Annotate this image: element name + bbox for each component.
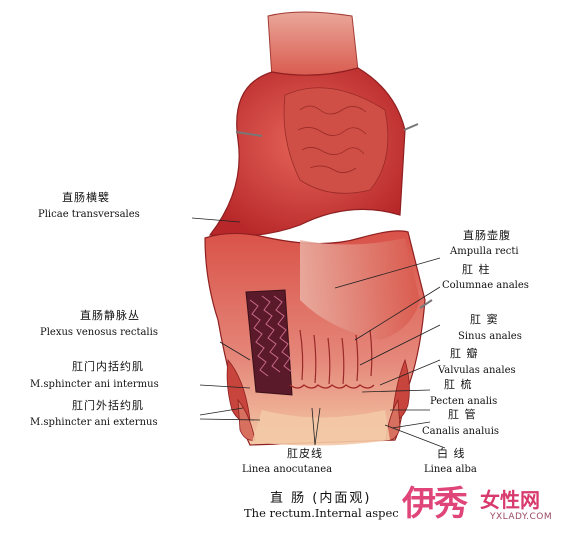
label-canalis-en: Canalis analuis [422, 426, 500, 437]
label-alba-en: Linea alba [424, 464, 477, 475]
label-externus-zh: 肛门外括约肌 [72, 399, 144, 412]
label-alba-zh: 白 线 [437, 447, 466, 460]
label-pecten-zh: 肛 梳 [444, 378, 473, 391]
caption-en: The rectum.Internal aspec [244, 506, 399, 520]
label-sinus-zh: 肛 窦 [470, 313, 499, 326]
anal-columns [299, 329, 373, 385]
watermark-url: YXLADY.COM [490, 512, 553, 522]
label-anocutanea-en: Linea anocutanea [242, 464, 333, 475]
anal-valves [289, 384, 375, 389]
watermark-brand: 伊秀 [402, 484, 468, 524]
label-plexus-zh: 直肠静脉丛 [80, 309, 140, 322]
pecten-zone [252, 410, 390, 446]
label-externus-en: M.sphincter ani externus [30, 417, 158, 428]
label-valvulae-en: Valvulas anales [438, 365, 516, 376]
label-internus-zh: 肛门内括约肌 [72, 360, 144, 373]
sigmoid-tube [267, 11, 359, 79]
venous-plexus [245, 289, 293, 396]
label-ampulla-en: Ampulla recti [450, 246, 519, 257]
label-internus-en: M.sphincter ani intermus [30, 379, 159, 390]
watermark-logo: 伊秀 女性网 YXLADY.COM [402, 476, 567, 531]
label-plicae-en: Plicae transversales [38, 209, 140, 220]
label-sinus-en: Sinus anales [458, 331, 522, 342]
leader-lines [191, 217, 446, 449]
label-valvulae-zh: 肛 瓣 [450, 347, 479, 360]
label-columnae-zh: 肛 柱 [462, 263, 491, 276]
caption-zh: 直 肠 (内面观) [270, 491, 372, 506]
label-anocutanea-zh: 肛皮线 [287, 447, 323, 460]
label-canalis-zh: 肛 管 [448, 408, 477, 421]
watermark-site-name: 女性网 [480, 488, 540, 512]
label-columnae-en: Columnae anales [442, 280, 529, 291]
label-pecten-en: Pecten analis [430, 396, 498, 407]
label-plexus-en: Plexus venosus rectalis [40, 327, 158, 338]
label-plicae-zh: 直肠横襞 [62, 191, 110, 204]
label-ampulla-zh: 直肠壶腹 [463, 229, 511, 242]
